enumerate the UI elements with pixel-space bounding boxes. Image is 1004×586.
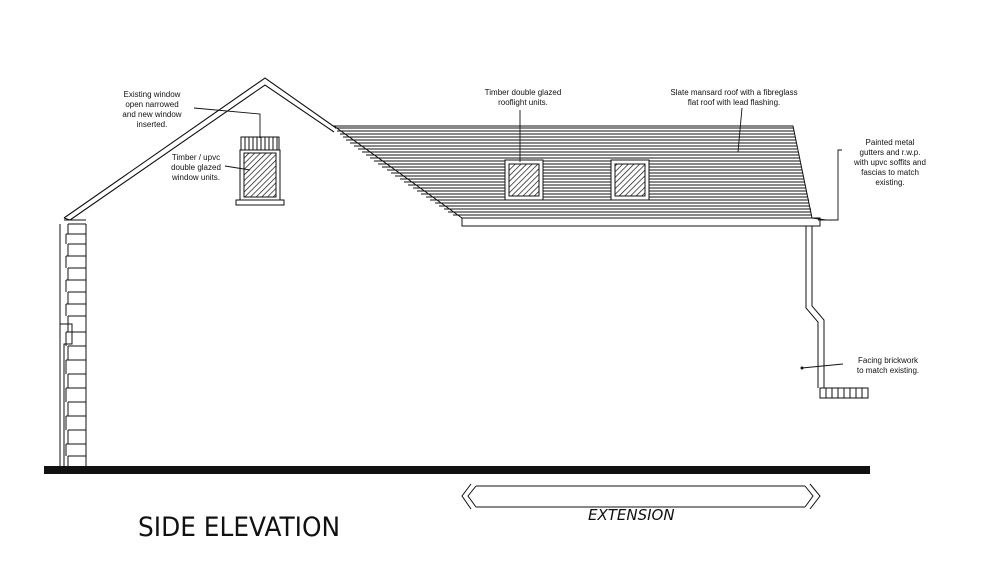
ground-line: [44, 466, 870, 474]
note-rooflight: Timber double glazed rooflight units.: [484, 88, 562, 107]
extension-arrow: [461, 483, 821, 510]
leader-lines: [193, 107, 844, 369]
left-brick-column: [59, 219, 87, 466]
leader-dot-brickwork: [800, 366, 804, 370]
right-brick-plinth: [819, 387, 869, 399]
rainwater-pipe: [805, 226, 825, 388]
rooflight-1: [504, 159, 544, 201]
mansard-roof: [332, 125, 827, 227]
extension-label: EXTENSION: [588, 506, 675, 524]
rooflight-2: [610, 159, 650, 201]
note-existing-window: Existing window open narrowed and new wi…: [122, 90, 182, 129]
note-slate-roof: Slate mansard roof with a fibreglass fla…: [670, 88, 798, 107]
note-brickwork: Facing brickwork to match existing.: [856, 356, 920, 375]
note-gutters: Painted metal gutters and r.w.p. with up…: [854, 138, 926, 187]
note-timber-upvc: Timber / upvc double glazed window units…: [171, 153, 221, 182]
gable-window: [235, 136, 285, 206]
drawing-title: SIDE ELEVATION: [138, 512, 341, 543]
gable-roof: [63, 77, 337, 221]
